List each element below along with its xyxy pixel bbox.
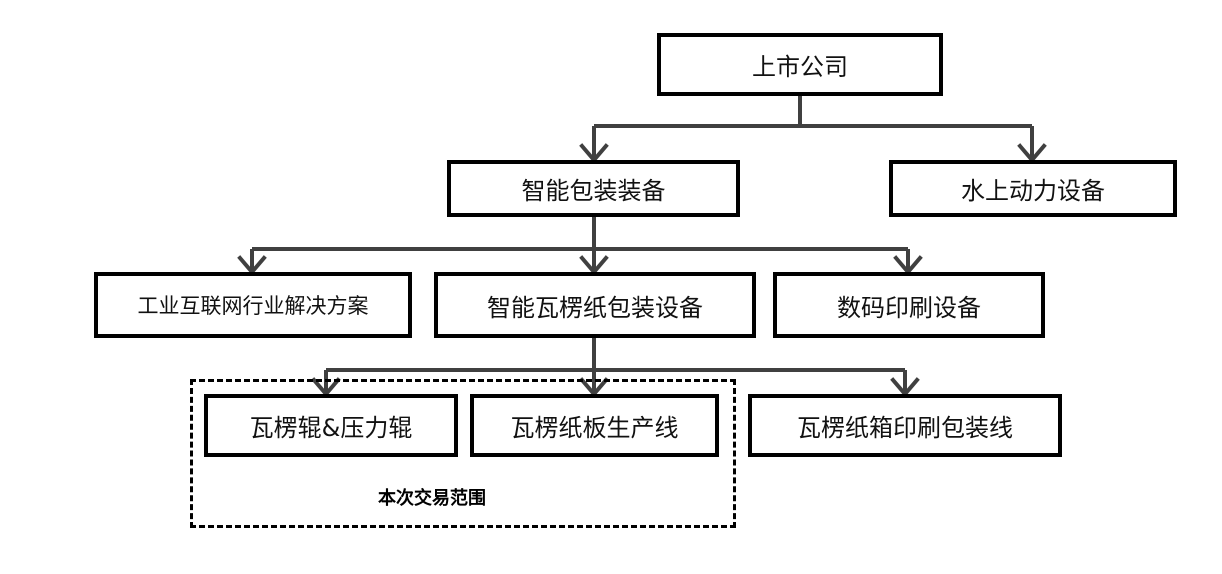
node-carton-printing-packaging-line: 瓦楞纸箱印刷包装线	[748, 394, 1062, 457]
node-corrugated-board-line: 瓦楞纸板生产线	[470, 394, 719, 457]
transaction-scope-group	[190, 379, 736, 528]
node-smart-corrugated-packaging-equipment: 智能瓦楞纸包装设备	[434, 272, 756, 338]
node-industrial-internet-solutions: 工业互联网行业解决方案	[94, 272, 412, 338]
node-marine-power-equipment: 水上动力设备	[889, 160, 1177, 217]
node-corrugated-roller: 瓦楞辊&压力辊	[204, 394, 458, 457]
transaction-scope-label: 本次交易范围	[378, 488, 486, 509]
node-listed-company: 上市公司	[657, 33, 943, 96]
node-smart-packaging-equipment: 智能包装装备	[447, 160, 740, 217]
node-digital-printing-equipment: 数码印刷设备	[773, 272, 1045, 338]
